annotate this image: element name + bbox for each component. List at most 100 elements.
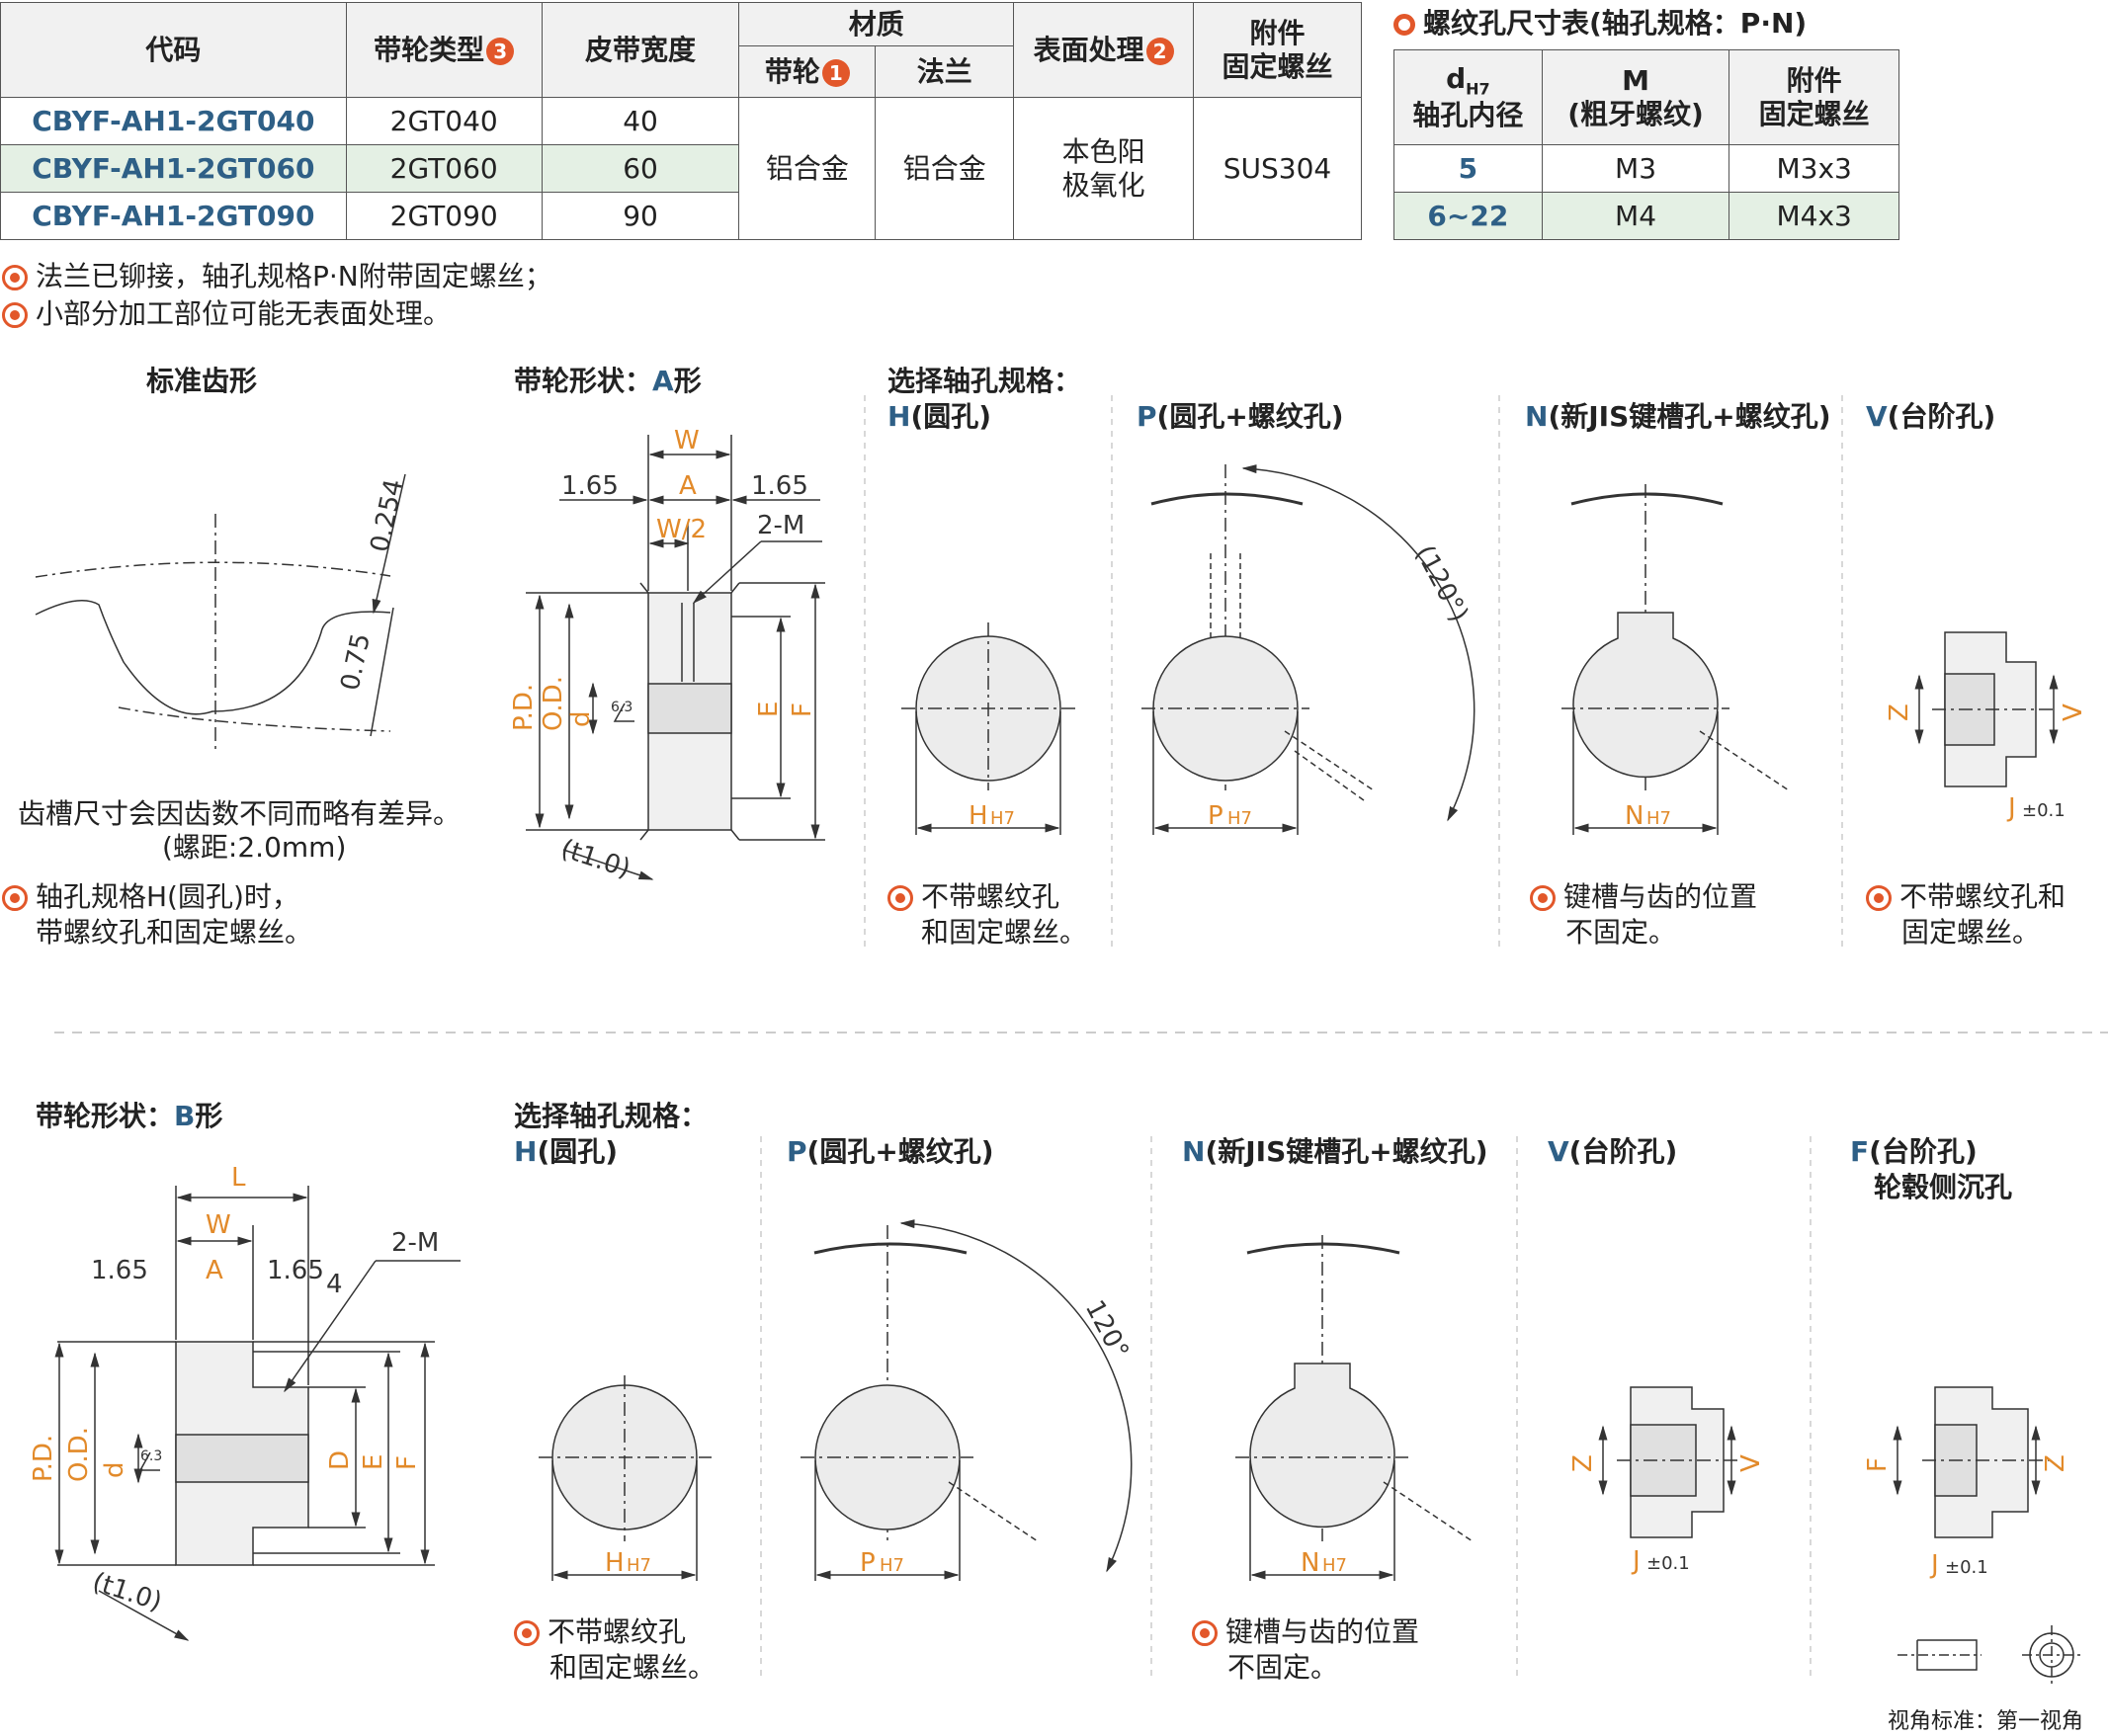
- table-row: CBYF-AH1-2GT040 2GT040 40 铝合金 铝合金 本色阳极氧化…: [0, 97, 1362, 240]
- header-screw: 附件固定螺丝: [1193, 2, 1362, 98]
- h-note: 轴孔规格H(圆孔)时，: [2, 875, 299, 915]
- header-code: 代码: [0, 2, 347, 98]
- dim-subscript: H7: [1322, 1555, 1347, 1576]
- dim-165-a-left: 1.65: [561, 471, 619, 501]
- header-width: 皮带宽度: [541, 2, 740, 98]
- bore-v-bottom-drawing: [1598, 1386, 1739, 1538]
- thread-cell-m: M4: [1541, 192, 1730, 240]
- dim-f-b: F: [392, 1455, 422, 1470]
- bullet-icon: [2, 885, 28, 911]
- thread-cell-screw: M3x3: [1729, 144, 1899, 193]
- bullet-icon: [1866, 885, 1892, 911]
- dim-jtol-f: ±0.1: [1945, 1557, 1988, 1578]
- n-bullet-top-2: 不固定。: [1565, 916, 1677, 949]
- dim-subscript: H7: [1646, 808, 1671, 829]
- dim-angle-top: (120°): [1409, 540, 1474, 626]
- thread-row: 5 M3 M3x3: [1393, 144, 1899, 193]
- dim-a-a: A: [679, 471, 697, 501]
- thread-row: 6~22 M4 M4x3: [1393, 192, 1899, 240]
- tooth-title: 标准齿形: [146, 365, 258, 397]
- dim-z-bottom: Z: [1568, 1454, 1598, 1472]
- select-title-bottom: 选择轴孔规格：: [514, 1100, 709, 1132]
- dim-165-a-right: 1.65: [751, 471, 808, 501]
- dim-od-b: O.D.: [64, 1427, 94, 1482]
- dim-hh7-bottom: H: [605, 1548, 625, 1578]
- label-h-top: H(圆孔): [887, 400, 992, 433]
- view-standard: 视角标准：第一视角: [1888, 1709, 2084, 1734]
- dim-v-top: V: [2059, 703, 2088, 721]
- dim-w-a: W: [674, 426, 700, 455]
- tooth-note-1: 齿槽尺寸会因齿数不同而略有差异。: [18, 797, 462, 830]
- cell-code: CBYF-AH1-2GT040: [0, 97, 347, 145]
- dim-e-a: E: [754, 702, 784, 717]
- tooth-profile-drawing: [35, 473, 406, 751]
- dim-4-b: 4: [326, 1270, 343, 1299]
- dim-w2-a: W/2: [656, 515, 707, 544]
- dim-subscript: H7: [1227, 808, 1252, 829]
- select-title-top: 选择轴孔规格：: [887, 365, 1082, 397]
- projection-symbol: [1897, 1625, 2081, 1685]
- cell-code: CBYF-AH1-2GT090: [0, 192, 347, 240]
- thread-header-m: M(粗牙螺纹): [1541, 49, 1730, 145]
- label-n-top: N(新JIS键槽孔+螺纹孔): [1525, 400, 1831, 433]
- dim-f-f: F: [1863, 1457, 1893, 1472]
- dim-l-b: L: [231, 1163, 246, 1193]
- badge-3: 3: [486, 37, 515, 65]
- dim-ph7-bottom: P: [860, 1548, 876, 1578]
- shape-b-title: 带轮形状：B形: [36, 1100, 223, 1132]
- dim-nh7-bottom: N: [1301, 1548, 1319, 1578]
- label-v-bottom: V(台阶孔): [1548, 1135, 1678, 1168]
- label-n-bottom: N(新JIS键槽孔+螺纹孔): [1182, 1135, 1488, 1168]
- v-bullet-top: 不带螺纹孔和: [1866, 875, 2066, 915]
- dim-e-b: E: [359, 1454, 388, 1470]
- label-p-top: P(圆孔+螺纹孔): [1137, 400, 1344, 433]
- bullet-icon: [1192, 1620, 1218, 1646]
- shape-b-drawing: [54, 1186, 461, 1641]
- bore-h-top-drawing: [901, 622, 1075, 835]
- note-2: 小部分加工部位可能无表面处理。: [2, 292, 451, 332]
- n-bullet-bottom-2: 不固定。: [1227, 1651, 1339, 1684]
- badge-1: 1: [821, 58, 850, 87]
- dim-subscript: H7: [990, 808, 1015, 829]
- dim-165-b-left: 1.65: [91, 1256, 148, 1285]
- dim-t-a: (t1.0): [557, 834, 634, 884]
- label-p-bottom: P(圆孔+螺纹孔): [787, 1135, 994, 1168]
- dim-subscript: H7: [627, 1555, 651, 1576]
- label-h-bottom: H(圆孔): [514, 1135, 619, 1168]
- thread-cell-screw: M4x3: [1729, 192, 1899, 240]
- dim-2m-b: 2-M: [391, 1228, 439, 1258]
- dim-f-a: F: [788, 703, 817, 717]
- v-bullet-top-2: 固定螺丝。: [1901, 916, 2041, 949]
- cell-code: CBYF-AH1-2GT060: [0, 144, 347, 193]
- bullet-icon: [887, 885, 913, 911]
- dim-nh7-top: N: [1625, 801, 1644, 831]
- thread-table-title: 螺纹孔尺寸表(轴孔规格：P·N): [1393, 2, 1807, 41]
- header-material: 材质: [738, 2, 1015, 46]
- shape-a-drawing: [526, 435, 825, 880]
- dim-165-b-right: 1.65: [267, 1256, 324, 1285]
- bore-n-top-drawing: [1561, 484, 1790, 835]
- dim-v-bottom: V: [1736, 1454, 1766, 1472]
- bullet-icon: [514, 1620, 540, 1646]
- n-bullet-bottom: 键槽与齿的位置: [1192, 1611, 1419, 1650]
- cell-surface: 本色阳极氧化: [1013, 97, 1195, 240]
- bore-n-bottom-drawing: [1235, 1235, 1474, 1581]
- dim-ph7-top: P: [1208, 801, 1223, 831]
- dim-hh7-top: H: [969, 801, 988, 831]
- ring-icon: [1393, 14, 1415, 36]
- thread-header-screw: 附件固定螺丝: [1729, 49, 1899, 145]
- dim-a-b: A: [206, 1256, 223, 1285]
- thread-cell-d: 6~22: [1393, 192, 1543, 240]
- rough-a: 6.3: [611, 700, 632, 715]
- bore-f-bottom-drawing: [1893, 1386, 2051, 1538]
- header-flange: 法兰: [875, 45, 1015, 98]
- h-bullet-bottom-2: 和固定螺丝。: [549, 1651, 717, 1684]
- badge-2: 2: [1145, 37, 1174, 65]
- bore-p-top-drawing: [1141, 464, 1476, 835]
